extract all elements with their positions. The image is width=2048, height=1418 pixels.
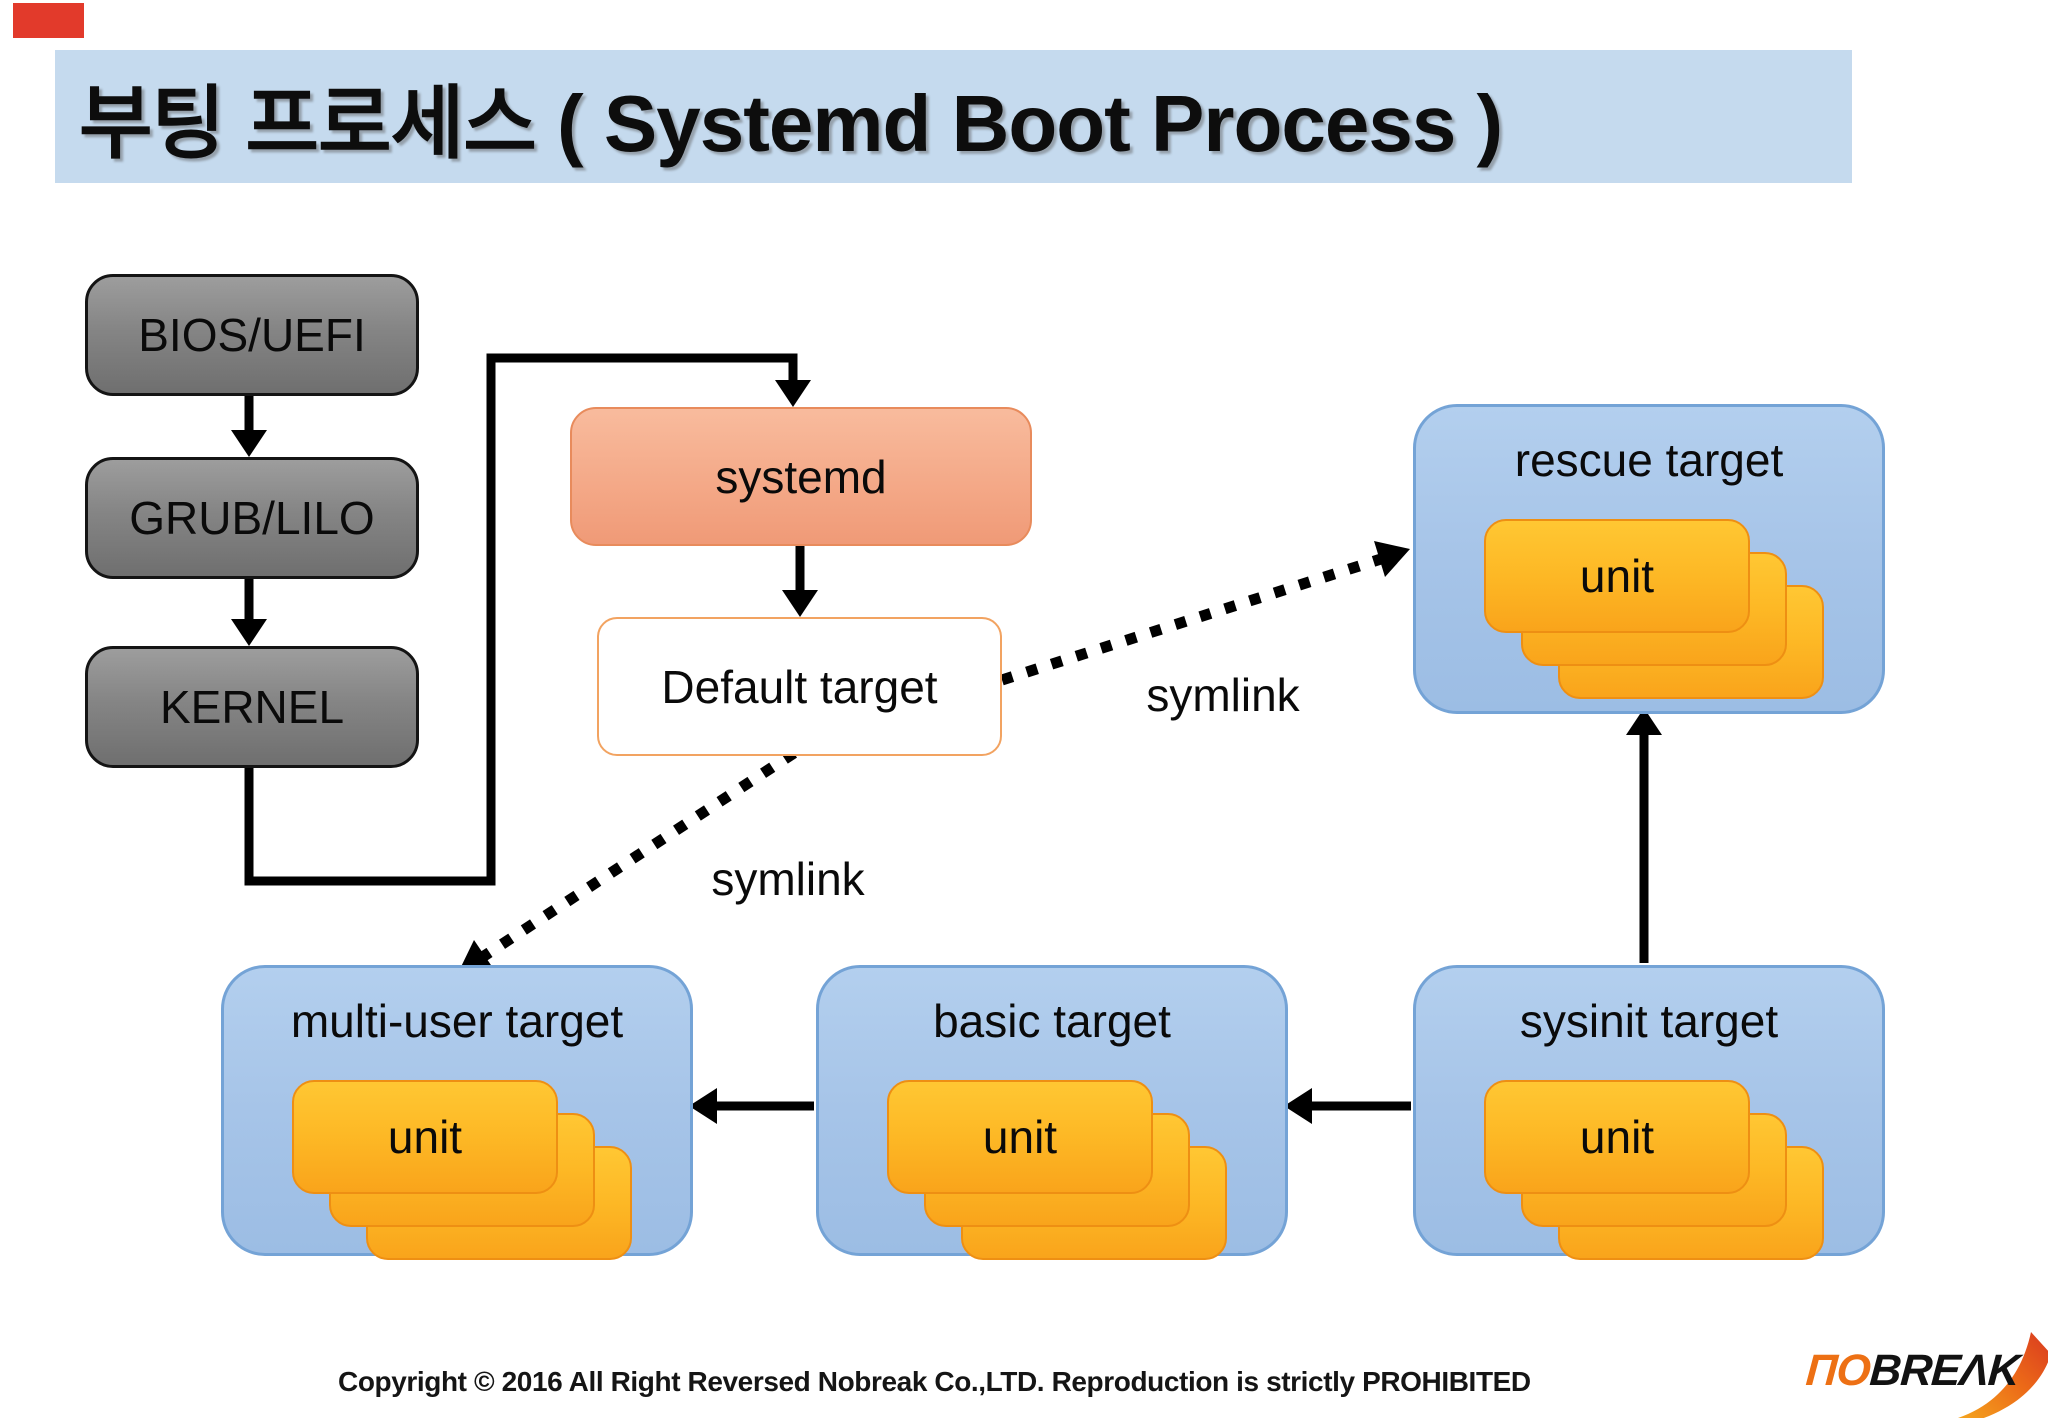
target-box-multi-user: multi-user target unit: [221, 965, 693, 1260]
red-corner-marker: [13, 3, 84, 38]
arrow-sysinit-to-basic: [1284, 1088, 1411, 1124]
copyright-text: Copyright © 2016 All Right Reversed Nobr…: [338, 1366, 1531, 1397]
arrow-sysinit-to-rescue: [1626, 708, 1662, 963]
arrow-bios-to-grub: [231, 392, 267, 457]
unit-stack: unit: [1484, 519, 1824, 699]
unit-card-front: unit: [1484, 1080, 1750, 1194]
logo-prefix: ΠO: [1804, 1346, 1872, 1395]
unit-stack: unit: [1484, 1080, 1824, 1260]
bios-uefi-box: BIOS/UEFI: [85, 274, 419, 396]
default-target-box: Default target: [597, 617, 1002, 756]
unit-label: unit: [982, 1111, 1058, 1163]
target-box-sysinit: sysinit target unit: [1413, 965, 1885, 1260]
target-box-basic: basic target unit: [816, 965, 1288, 1260]
unit-stack: unit: [887, 1080, 1227, 1260]
logo-suffix: BREΛK: [1868, 1346, 2021, 1395]
unit-label: unit: [1579, 1111, 1655, 1163]
arrow-systemd-to-default: [782, 544, 818, 617]
arrow-basic-to-multi-user: [689, 1088, 814, 1124]
rescue-target-label: rescue target: [1514, 434, 1784, 486]
unit-card-front: unit: [292, 1080, 558, 1194]
unit-card-front: unit: [1484, 519, 1750, 633]
sysinit-target-label: sysinit target: [1519, 995, 1779, 1047]
bios-uefi-label: BIOS/UEFI: [138, 309, 366, 361]
target-box-rescue: rescue target unit: [1413, 404, 1885, 714]
logo-swoosh-icon: [1958, 1332, 2048, 1418]
multi-user-target-label: multi-user target: [290, 995, 624, 1047]
unit-card-front: unit: [887, 1080, 1153, 1194]
page-title: 부팅 프로세스 ( Systemd Boot Process ): [79, 78, 1503, 168]
title-bar: 부팅 프로세스 ( Systemd Boot Process ): [55, 50, 1852, 183]
kernel-box: KERNEL: [85, 646, 419, 768]
unit-label: unit: [1579, 550, 1655, 602]
grub-lilo-label: GRUB/LILO: [129, 492, 375, 544]
symlink-label-left: symlink: [711, 853, 865, 905]
systemd-label: systemd: [715, 450, 887, 503]
symlink-arrow-to-rescue: [1000, 541, 1410, 686]
symlink-label-right: symlink: [1146, 669, 1300, 721]
systemd-box: systemd: [570, 407, 1032, 546]
default-target-label: Default target: [661, 660, 938, 713]
grub-lilo-box: GRUB/LILO: [85, 457, 419, 579]
unit-stack: unit: [292, 1080, 632, 1260]
nobreak-logo: ΠOBREΛK: [1804, 1332, 2048, 1418]
kernel-label: KERNEL: [159, 681, 345, 733]
arrow-grub-to-kernel: [231, 575, 267, 646]
basic-target-label: basic target: [933, 995, 1171, 1047]
logo-text: ΠOBREΛK: [1804, 1346, 2020, 1396]
unit-label: unit: [387, 1111, 463, 1163]
